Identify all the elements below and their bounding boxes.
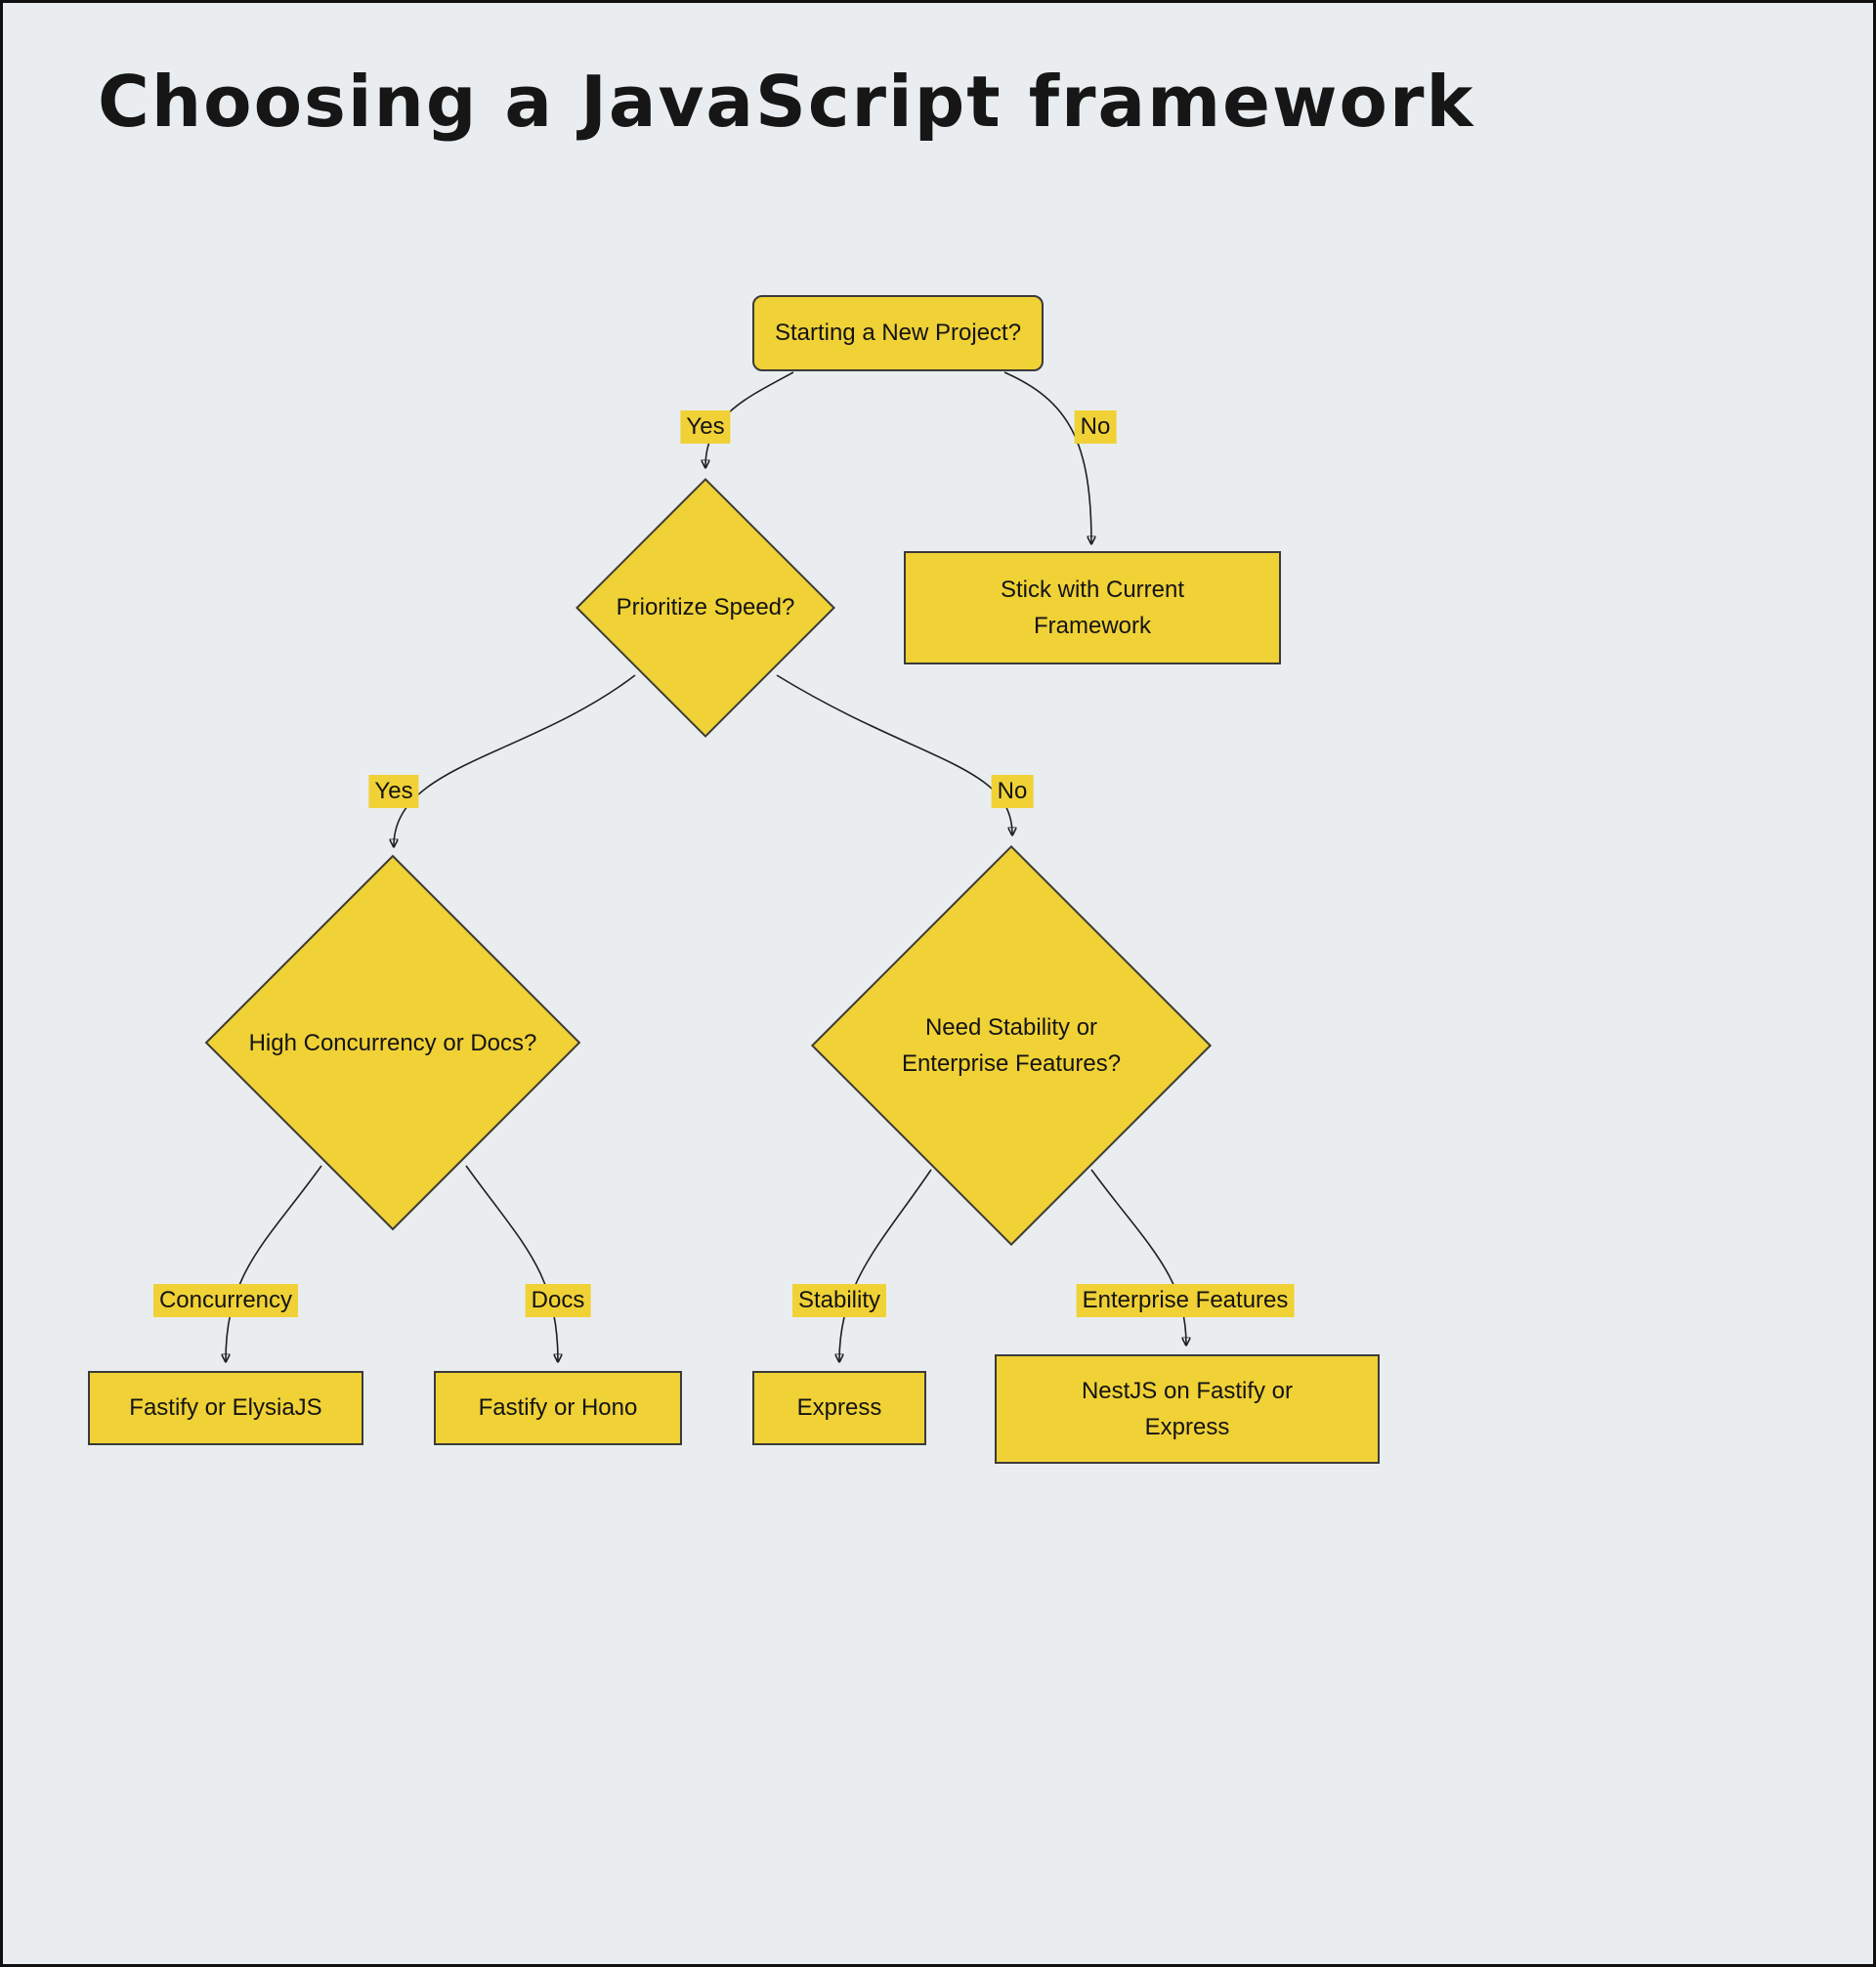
edge-label-stability: Stability: [791, 1284, 887, 1317]
node-label: High Concurrency or Docs?: [248, 1030, 537, 1057]
node-stick-with-current-framework: Stick with Current Framework: [904, 551, 1281, 664]
edge-enterprise: [1090, 1169, 1186, 1345]
edge-speed-no: [776, 674, 1012, 834]
decision-need-stability-or-enterprise-label: Need Stability or Enterprise Features?: [884, 987, 1138, 1104]
node-express: Express: [752, 1371, 926, 1445]
diagram-title: Choosing a JavaScript framework: [98, 61, 1475, 143]
edge-speed-yes: [394, 674, 636, 846]
edge-label-docs: Docs: [525, 1284, 591, 1317]
decision-high-concurrency-or-docs-label: High Concurrency or Docs?: [227, 995, 559, 1092]
node-label: Fastify or Hono: [478, 1394, 638, 1422]
edge-label-no: No: [1074, 410, 1117, 444]
edge-start-no: [1003, 371, 1091, 543]
node-label: Fastify or ElysiaJS: [129, 1394, 322, 1422]
decision-prioritize-speed-label: Prioritize Speed?: [578, 559, 832, 657]
edge-label-yes: Yes: [368, 775, 419, 808]
edge-label-no: No: [991, 775, 1034, 808]
edge-start-yes: [705, 371, 794, 467]
node-nestjs-on-fastify-or-express: NestJS on Fastify or Express: [995, 1354, 1380, 1464]
node-fastify-or-hono: Fastify or Hono: [434, 1371, 682, 1445]
edge-stability: [839, 1169, 932, 1361]
edge-label-enterprise-features: Enterprise Features: [1076, 1284, 1295, 1317]
node-label: NestJS on Fastify or Express: [1081, 1377, 1294, 1440]
node-label: Need Stability or Enterprise Features?: [901, 1013, 1122, 1077]
node-label: Starting a New Project?: [774, 320, 1022, 347]
node-label: Express: [796, 1394, 882, 1422]
node-fastify-or-elysiajs: Fastify or ElysiaJS: [88, 1371, 363, 1445]
node-label: Prioritize Speed?: [616, 594, 795, 621]
edge-label-concurrency: Concurrency: [152, 1284, 299, 1317]
edge-label-yes: Yes: [680, 410, 731, 444]
node-label: Stick with Current Framework: [1000, 576, 1185, 639]
edge-concurrency: [226, 1165, 322, 1361]
node-starting-new-project: Starting a New Project?: [752, 295, 1044, 371]
edge-docs: [465, 1165, 558, 1361]
